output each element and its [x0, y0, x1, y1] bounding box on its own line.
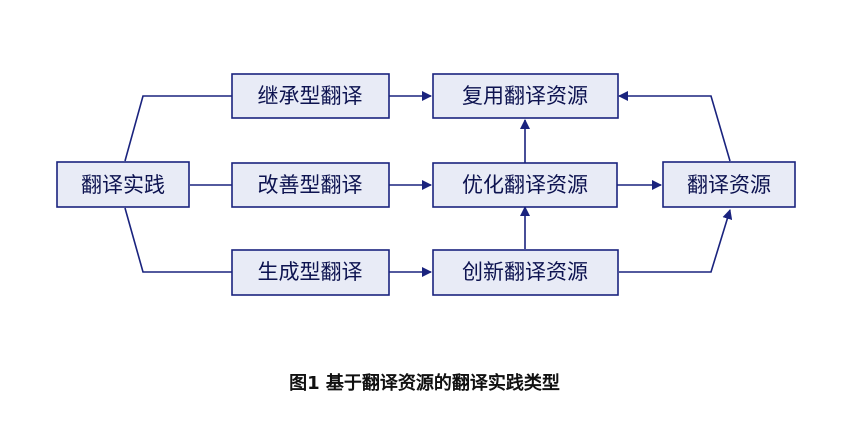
node-generate-label: 生成型翻译 — [258, 260, 363, 284]
node-generate: 生成型翻译 — [231, 249, 390, 296]
connectors — [124, 91, 733, 277]
arrow-innovate-resources — [619, 209, 733, 273]
node-improve-label: 改善型翻译 — [258, 173, 363, 197]
connector-practice-generate — [124, 207, 232, 273]
figure-caption: 图1 基于翻译资源的翻译实践类型 — [289, 373, 560, 394]
node-inherit: 继承型翻译 — [231, 73, 390, 119]
node-resources: 翻译资源 — [662, 161, 796, 208]
node-optimize-label: 优化翻译资源 — [462, 173, 588, 197]
node-innovate-label: 创新翻译资源 — [462, 260, 588, 284]
node-resources-label: 翻译资源 — [687, 173, 771, 197]
node-improve: 改善型翻译 — [231, 162, 390, 208]
node-practice-label: 翻译实践 — [81, 173, 165, 197]
arrow-resources-reuse — [618, 91, 731, 162]
node-reuse-label: 复用翻译资源 — [462, 84, 588, 108]
node-innovate: 创新翻译资源 — [432, 249, 619, 296]
node-optimize: 优化翻译资源 — [432, 162, 618, 208]
node-inherit-label: 继承型翻译 — [258, 84, 363, 108]
node-reuse: 复用翻译资源 — [432, 73, 619, 119]
connector-practice-inherit — [124, 95, 232, 162]
node-practice: 翻译实践 — [56, 161, 190, 208]
